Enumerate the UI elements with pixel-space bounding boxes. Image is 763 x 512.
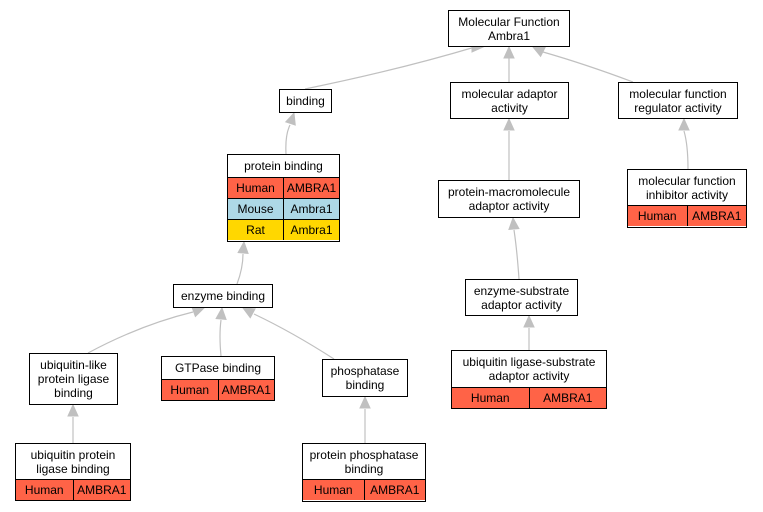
edge-arrowhead [503,117,515,131]
go-term-label: ubiquitin ligase-substrate adaptor activ… [462,355,596,383]
go-term-label: ubiquitin-like protein ligase binding [37,358,110,400]
go-term-label: protein phosphatase binding [309,447,419,476]
edge-phosphatase-binding-to-enzyme-binding [253,313,335,360]
go-term-ubiquitin-like-binding[interactable]: ubiquitin-like protein ligase binding [29,353,118,405]
species-cell: Mouse [228,198,284,220]
species-cell: Rat [228,219,284,240]
go-term-label: binding [286,94,325,108]
edge-arrowhead [508,216,520,230]
species-cell: Human [628,205,687,226]
gene-cell: Ambra1 [283,219,339,240]
go-term-protein-macromolecule-adaptor[interactable]: protein-macromolecule adaptor activity [438,180,580,218]
edge-arrowhead [191,306,206,318]
go-term-enzyme-substrate-adaptor[interactable]: enzyme-substrate adaptor activity [465,279,578,316]
edge-arrowhead [284,111,296,126]
gene-cell: Ambra1 [283,198,339,220]
go-term-label: molecular function inhibitor activity [638,173,736,202]
gene-cell: AMBRA1 [217,379,274,400]
edge-arrowhead [241,307,256,319]
gene-cell: AMBRA1 [283,177,339,199]
gene-cell: AMBRA1 [363,479,425,500]
go-term-phosphatase-binding[interactable]: phosphatase binding [322,359,408,397]
edge-arrowhead [678,117,690,131]
edge-arrowhead [67,403,79,417]
edge-protein-binding-to-binding [285,124,291,155]
go-term-root[interactable]: Molecular Function Ambra1 [448,10,570,47]
gene-cell: AMBRA1 [528,387,606,408]
go-term-label: protein binding [244,159,323,173]
go-term-label: protein-macromolecule adaptor activity [447,185,571,213]
go-term-label: molecular adaptor activity [461,86,558,115]
species-cell: Human [162,379,218,400]
edge-mf-inhibitor-to-mf-regulator [683,130,689,170]
go-term-label: phosphatase binding [330,364,400,392]
species-cell: Human [452,387,529,408]
edge-enzyme-binding-to-protein-binding [236,253,244,285]
edge-arrowhead [531,46,546,58]
gene-cell: AMBRA1 [72,479,130,500]
edge-arrowhead [503,45,515,59]
go-term-binding[interactable]: binding [279,89,332,113]
go-term-label: ubiquitin protein ligase binding [30,447,116,476]
edge-gtpase-binding-to-enzyme-binding [219,319,222,357]
go-term-label: molecular function regulator activity [629,86,727,115]
edge-arrowhead [215,306,227,320]
go-term-label: enzyme-substrate adaptor activity [473,283,570,312]
edge-arrowhead [237,240,249,254]
species-cell: Human [16,479,73,500]
species-cell: Human [303,479,364,500]
go-term-mf-regulator[interactable]: molecular function regulator activity [618,82,738,119]
edge-enzyme-substrate-adaptor-to-protein-macromolecule-adaptor [513,229,520,280]
go-term-molecular-adaptor[interactable]: molecular adaptor activity [450,82,569,119]
edge-mf-regulator-to-root [542,51,634,83]
go-term-label: GTPase binding [174,361,262,375]
edge-ubiquitin-like-binding-to-enzyme-binding [87,311,194,354]
edge-arrowhead [523,314,535,328]
gene-cell: AMBRA1 [686,205,746,226]
go-term-label: Molecular Function Ambra1 [458,14,560,43]
edge-arrowhead [359,395,371,409]
species-cell: Human [228,177,284,199]
go-term-label: enzyme binding [180,289,266,303]
go-term-enzyme-binding[interactable]: enzyme binding [173,284,273,308]
edge-binding-to-root [304,46,476,90]
go-term-ubiquitin-ligase-substrate-adaptor[interactable]: ubiquitin ligase-substrate adaptor activ… [451,350,607,409]
